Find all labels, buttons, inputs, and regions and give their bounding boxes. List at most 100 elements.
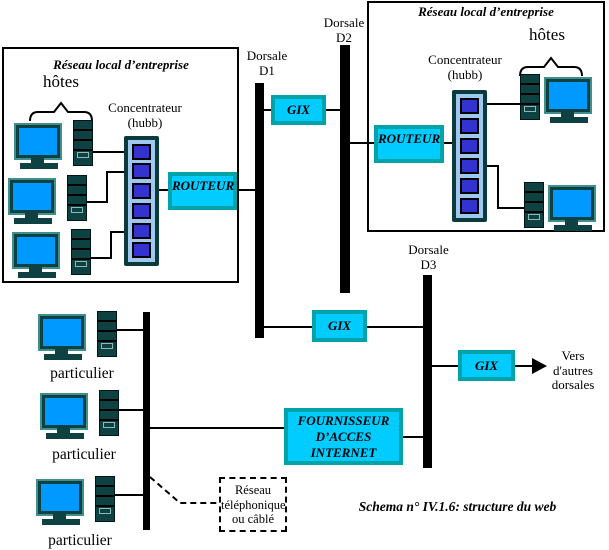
gix2-box: GIX bbox=[312, 310, 367, 342]
other-backbones-line1: Vers bbox=[561, 348, 585, 363]
hub-icon-right bbox=[452, 90, 487, 222]
router-left-box: ROUTEUR bbox=[168, 172, 237, 210]
monitor-base bbox=[550, 117, 588, 123]
gix2-label: GIX bbox=[327, 318, 352, 333]
tower-icon bbox=[67, 175, 87, 221]
hub-port bbox=[132, 222, 151, 239]
drive-slot bbox=[101, 343, 113, 349]
backbone-d3-label: Dorsale D3 bbox=[400, 242, 457, 272]
link-host2-hub-left bbox=[87, 171, 124, 203]
router-right-label: ROUTEUR bbox=[378, 131, 441, 146]
lan-left-box bbox=[2, 47, 239, 283]
monitor-stand bbox=[25, 213, 38, 218]
monitor-base bbox=[44, 354, 82, 360]
backbone-d3-id: D3 bbox=[420, 257, 437, 272]
arrow-right-icon bbox=[532, 358, 547, 374]
hosts-brace-right bbox=[519, 56, 583, 77]
backbone-d1-label: Dorsale D1 bbox=[239, 48, 295, 78]
tower-icon bbox=[97, 311, 117, 357]
workstation-icon bbox=[524, 182, 601, 235]
phone-network-line1: Réseau bbox=[234, 483, 272, 497]
monitor-base bbox=[46, 433, 84, 439]
hub-port bbox=[132, 143, 151, 160]
home-user-label-2: particulier bbox=[52, 446, 116, 463]
link-hub-right-host2 bbox=[485, 165, 524, 209]
hub-port bbox=[132, 183, 151, 200]
monitor-stand bbox=[31, 158, 44, 163]
phone-network-box: Réseau téléphonique ou câblé bbox=[219, 477, 287, 532]
hub-port bbox=[460, 198, 479, 214]
isp-line3: INTERNET bbox=[310, 444, 377, 460]
tower-icon bbox=[520, 74, 540, 120]
monitor-stand bbox=[565, 220, 578, 225]
backbone-d1-bar bbox=[255, 83, 264, 338]
backbone-d2-label: Dorsale D2 bbox=[316, 15, 372, 45]
workstation-icon bbox=[16, 120, 93, 173]
tower-icon bbox=[71, 229, 91, 275]
isp-box: FOURNISSEUR D’ACCES INTERNET bbox=[284, 408, 403, 465]
workstation-icon bbox=[38, 476, 115, 529]
monitor-stand bbox=[561, 112, 574, 117]
backbone-d3-bar bbox=[423, 275, 432, 468]
other-backbones-line2: d'autres bbox=[553, 362, 593, 378]
tower-icon bbox=[99, 390, 119, 436]
other-backbones-label: Vers d'autres dorsales bbox=[541, 348, 605, 393]
hosts-label-right: hôtes bbox=[529, 25, 565, 44]
hosts-brace-left bbox=[29, 101, 93, 122]
monitor-stand bbox=[29, 267, 42, 272]
diagram-caption: Schema n° IV.1.6: structure du web bbox=[358, 499, 557, 514]
hosts-label-left: hôtes bbox=[43, 72, 79, 91]
tower-icon bbox=[95, 476, 115, 522]
drive-slot bbox=[99, 508, 111, 514]
concentrator-label-left-line2: (hubb) bbox=[127, 115, 163, 130]
lan-right-box bbox=[367, 1, 605, 232]
hub-port bbox=[132, 242, 151, 259]
backbone-d1-id: D1 bbox=[259, 63, 275, 78]
lan-right-title: Réseau local d’entreprise bbox=[418, 4, 554, 19]
phone-network-line3: ou câblé bbox=[232, 512, 274, 526]
monitor-icon bbox=[42, 395, 86, 428]
backbone-d2-id: D2 bbox=[336, 30, 352, 45]
monitor-icon bbox=[40, 316, 84, 349]
drive-slot bbox=[103, 422, 115, 428]
hub-port bbox=[460, 118, 479, 134]
monitor-base bbox=[42, 519, 80, 525]
router-right-box: ROUTEUR bbox=[374, 125, 444, 163]
hub-port bbox=[460, 98, 479, 114]
home-user-label-3: particulier bbox=[48, 532, 112, 549]
monitor-icon bbox=[38, 481, 82, 514]
drive-slot bbox=[524, 106, 536, 112]
monitor-stand bbox=[53, 514, 66, 519]
workstation-icon bbox=[520, 74, 597, 127]
workstation-icon bbox=[10, 175, 87, 228]
gix1-box: GIX bbox=[271, 95, 326, 125]
home-user-label-1: particulier bbox=[50, 365, 114, 382]
tower-icon bbox=[73, 120, 93, 166]
hub-port bbox=[132, 202, 151, 219]
hub-port bbox=[460, 178, 479, 194]
monitor-icon bbox=[16, 125, 60, 158]
backbone-d1-name: Dorsale bbox=[246, 48, 288, 63]
monitor-base bbox=[554, 225, 592, 231]
concentrator-label-left: Concentrateur (hubb) bbox=[88, 100, 202, 130]
drive-slot bbox=[71, 207, 83, 213]
monitor-base bbox=[14, 218, 52, 224]
monitor-icon bbox=[10, 180, 54, 213]
tower-icon bbox=[524, 182, 544, 228]
concentrator-label-right-line2: (hubb) bbox=[447, 67, 483, 82]
monitor-base bbox=[20, 163, 58, 169]
concentrator-label-left-line1: Concentrateur bbox=[108, 100, 182, 115]
monitor-icon bbox=[546, 79, 590, 112]
hub-icon-left bbox=[124, 136, 159, 266]
monitor-stand bbox=[55, 349, 68, 354]
gix1-label: GIX bbox=[286, 102, 311, 117]
concentrator-label-right-line1: Concentrateur bbox=[428, 52, 502, 67]
access-network-bar bbox=[143, 312, 150, 530]
drive-slot bbox=[75, 261, 87, 267]
hub-port bbox=[460, 138, 479, 154]
gix3-box: GIX bbox=[458, 350, 515, 381]
drive-slot bbox=[77, 152, 89, 158]
drive-slot bbox=[528, 214, 540, 220]
